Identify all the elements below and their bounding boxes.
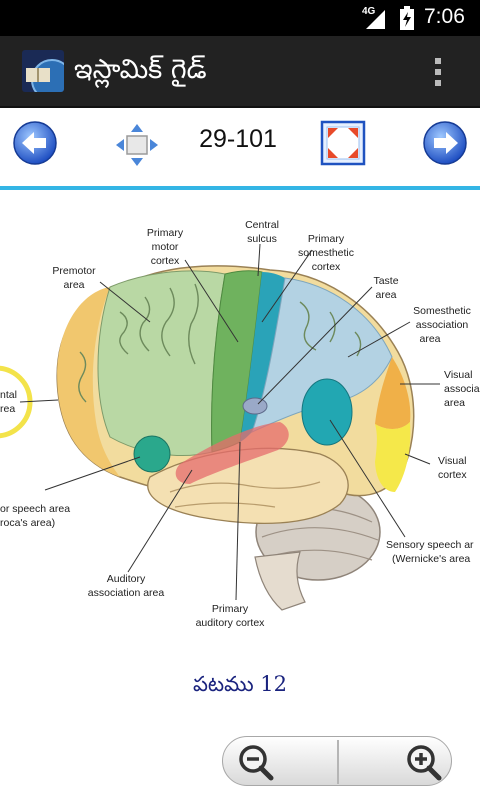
label-primary-somesthetic-1: Primary bbox=[308, 233, 345, 245]
label-prefrontal-1: ntal bbox=[0, 389, 17, 401]
label-visual-assoc-2: associa bbox=[444, 383, 480, 395]
brain-diagram: Primary motor cortex Central sulcus Primary… bbox=[0, 192, 480, 642]
label-broca-2: roca's area) bbox=[0, 517, 55, 529]
label-primary-auditory-1: Primary bbox=[212, 603, 249, 615]
zoom-out-icon bbox=[239, 745, 274, 781]
action-bar: ఇస్లామిక్ గైడ్ bbox=[0, 36, 480, 108]
label-primary-somesthetic-2: somesthetic bbox=[298, 247, 354, 259]
label-visual-assoc-1: Visual bbox=[444, 369, 472, 381]
battery-icon bbox=[400, 6, 414, 30]
label-sensory-speech-2: (Wernicke's area bbox=[392, 553, 470, 565]
toolbar-divider bbox=[0, 186, 480, 190]
svg-text:Sensory speech ar(Wernicke's a: Sensory speech ar (Wernicke's area bbox=[386, 539, 474, 565]
fullscreen-icon bbox=[320, 120, 366, 166]
fullscreen-button[interactable] bbox=[320, 120, 366, 166]
label-sensory-speech-1: Sensory speech ar bbox=[386, 539, 474, 551]
label-primary-somesthetic-3: cortex bbox=[312, 261, 341, 273]
next-page-button[interactable] bbox=[422, 120, 468, 166]
zoom-in-button[interactable] bbox=[403, 742, 445, 782]
broca-area-shape bbox=[133, 435, 171, 473]
label-taste-1: Taste bbox=[373, 275, 398, 287]
page-indicator: 29-101 bbox=[199, 125, 277, 153]
label-primary-motor-1: Primary bbox=[147, 227, 184, 239]
clock: 7:06 bbox=[424, 5, 465, 28]
zoom-controls bbox=[222, 736, 452, 786]
label-visual-assoc-3: area bbox=[444, 397, 465, 409]
label-premotor-2: area bbox=[63, 279, 84, 291]
brainstem-shape bbox=[254, 551, 306, 611]
label-primary-auditory-2: auditory cortex bbox=[196, 617, 266, 629]
move-button[interactable] bbox=[114, 122, 160, 168]
zoom-in-icon bbox=[407, 745, 442, 781]
app-title: ఇస్లామిక్ గైడ్ bbox=[74, 54, 207, 85]
arrow-right-icon bbox=[423, 121, 467, 165]
auditory-cortex-shape bbox=[175, 422, 289, 484]
signal-icon bbox=[366, 10, 385, 29]
toolbar: 29-101 bbox=[0, 108, 480, 186]
label-broca-1: or speech area bbox=[0, 503, 70, 515]
label-primary-motor-2: motor bbox=[152, 241, 179, 253]
figure-caption: పటము 12 bbox=[192, 672, 288, 696]
label-premotor-1: Premotor bbox=[52, 265, 96, 277]
network-type: 4G bbox=[362, 6, 376, 17]
wernicke-area-shape bbox=[301, 378, 353, 446]
app-logo-icon[interactable] bbox=[22, 50, 64, 92]
zoom-separator bbox=[337, 740, 339, 784]
label-auditory-assoc-1: Auditory bbox=[107, 573, 146, 585]
status-bar: 4G 7:06 bbox=[0, 0, 480, 36]
overflow-menu-icon[interactable] bbox=[430, 58, 446, 92]
label-prefrontal-2: rea bbox=[0, 403, 15, 415]
zoom-out-button[interactable] bbox=[235, 742, 277, 782]
label-central-sulcus-2: sulcus bbox=[247, 233, 277, 245]
taste-area-shape bbox=[242, 397, 268, 415]
visual-cortex-shape bbox=[375, 422, 411, 492]
label-somesthetic-assoc-2: association bbox=[416, 319, 469, 331]
premotor-area-shape bbox=[97, 270, 226, 456]
label-visual-cortex-1: Visual bbox=[438, 455, 466, 467]
prev-page-button[interactable] bbox=[12, 120, 58, 166]
label-taste-2: area bbox=[375, 289, 396, 301]
label-visual-cortex-2: cortex bbox=[438, 469, 467, 481]
label-somesthetic-assoc-3: area bbox=[419, 333, 440, 345]
move-icon bbox=[116, 124, 158, 166]
label-somesthetic-assoc-1: Somesthetic bbox=[413, 305, 471, 317]
label-primary-motor-3: cortex bbox=[151, 255, 180, 267]
arrow-left-icon bbox=[13, 121, 57, 165]
label-central-sulcus-1: Central bbox=[245, 219, 279, 231]
label-auditory-assoc-2: association area bbox=[88, 587, 165, 599]
